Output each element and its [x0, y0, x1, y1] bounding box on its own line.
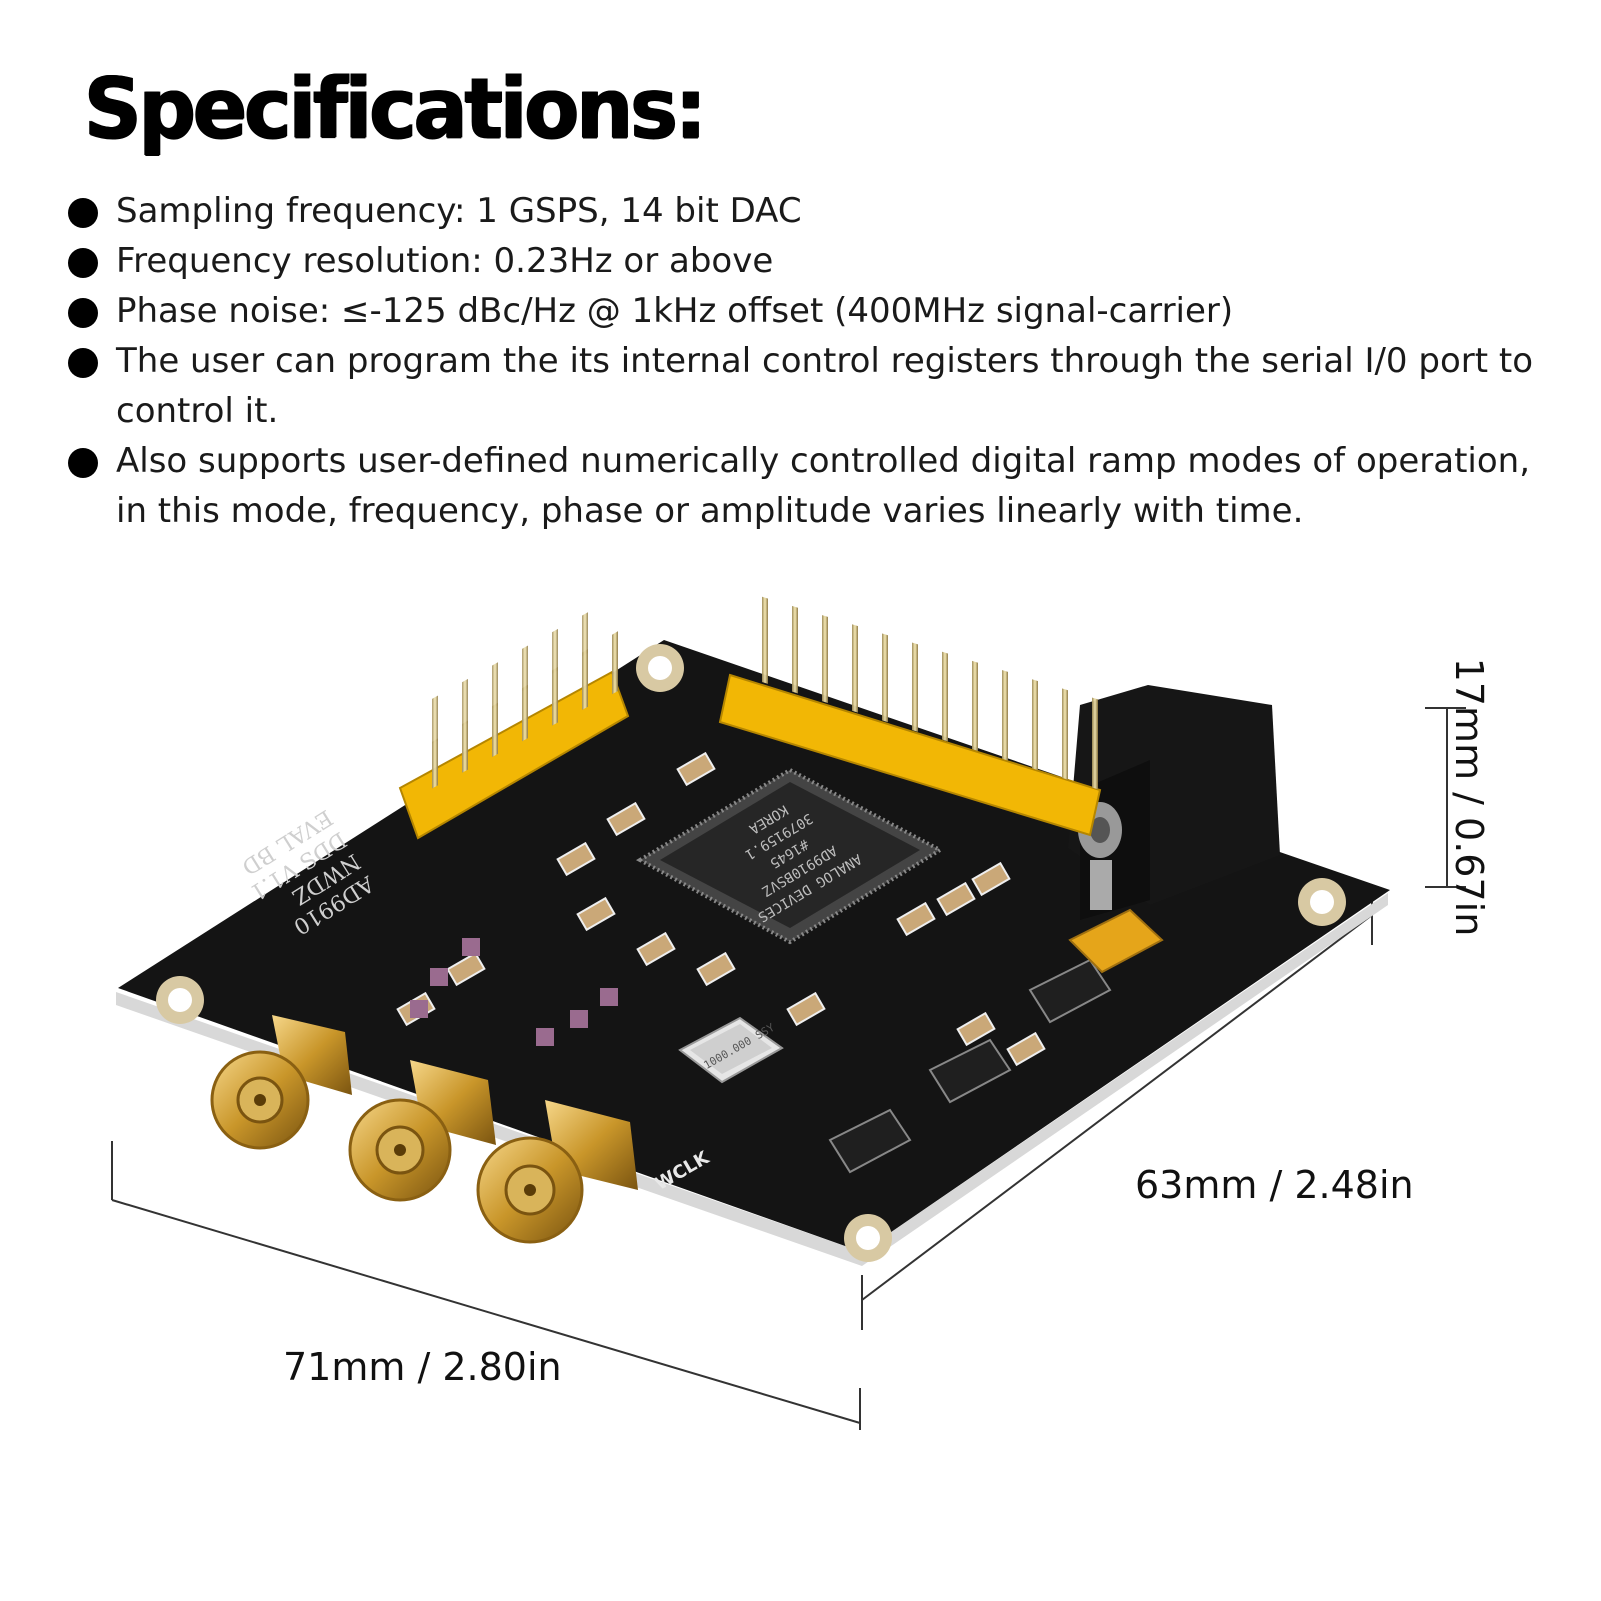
bullet-icon [68, 448, 98, 478]
spec-item: Sampling frequency: 1 GSPS, 14 bit DAC [68, 186, 1568, 236]
sma-connector [348, 1060, 496, 1202]
mounting-holes [156, 644, 1346, 1262]
spec-text: The user can program the its internal co… [116, 341, 1534, 431]
pin-header-right [718, 590, 1102, 837]
width-dimension-label: 71mm / 2.80in [283, 1345, 562, 1389]
sma-connector [476, 1100, 638, 1244]
spec-item: The user can program the its internal co… [68, 336, 1568, 436]
spec-item: Frequency resolution: 0.23Hz or above [68, 236, 1568, 286]
spec-item: Phase noise: ≤-125 dBc/Hz @ 1kHz offset … [68, 286, 1568, 336]
page-title: Specifications: [84, 59, 707, 158]
depth-dimension-label: 63mm / 2.48in [1135, 1163, 1414, 1207]
spec-text: Sampling frequency: 1 GSPS, 14 bit DAC [116, 191, 802, 231]
spec-item: Also supports user-defined numerically c… [68, 436, 1568, 536]
sma-connector [210, 1015, 352, 1150]
dimension-lines [111, 707, 1466, 1430]
bullet-icon [68, 198, 98, 228]
dds-chip [635, 767, 945, 945]
bullet-icon [68, 298, 98, 328]
spec-text: Phase noise: ≤-125 dBc/Hz @ 1kHz offset … [116, 291, 1234, 331]
spec-text: Also supports user-defined numerically c… [116, 441, 1531, 531]
height-dimension-label: 17mm / 0.67in [1447, 657, 1491, 937]
bullet-icon [68, 248, 98, 278]
pin-header-left [398, 600, 630, 840]
crystal-oscillator [678, 1016, 784, 1084]
capacitors [410, 938, 618, 1046]
pcb-edge [116, 893, 1388, 1266]
bullet-icon [68, 348, 98, 378]
spec-text: Frequency resolution: 0.23Hz or above [116, 241, 774, 281]
regulators [828, 958, 1112, 1174]
tantalum-capacitor [1068, 908, 1164, 974]
spec-list: Sampling frequency: 1 GSPS, 14 bit DAC F… [68, 186, 1568, 536]
